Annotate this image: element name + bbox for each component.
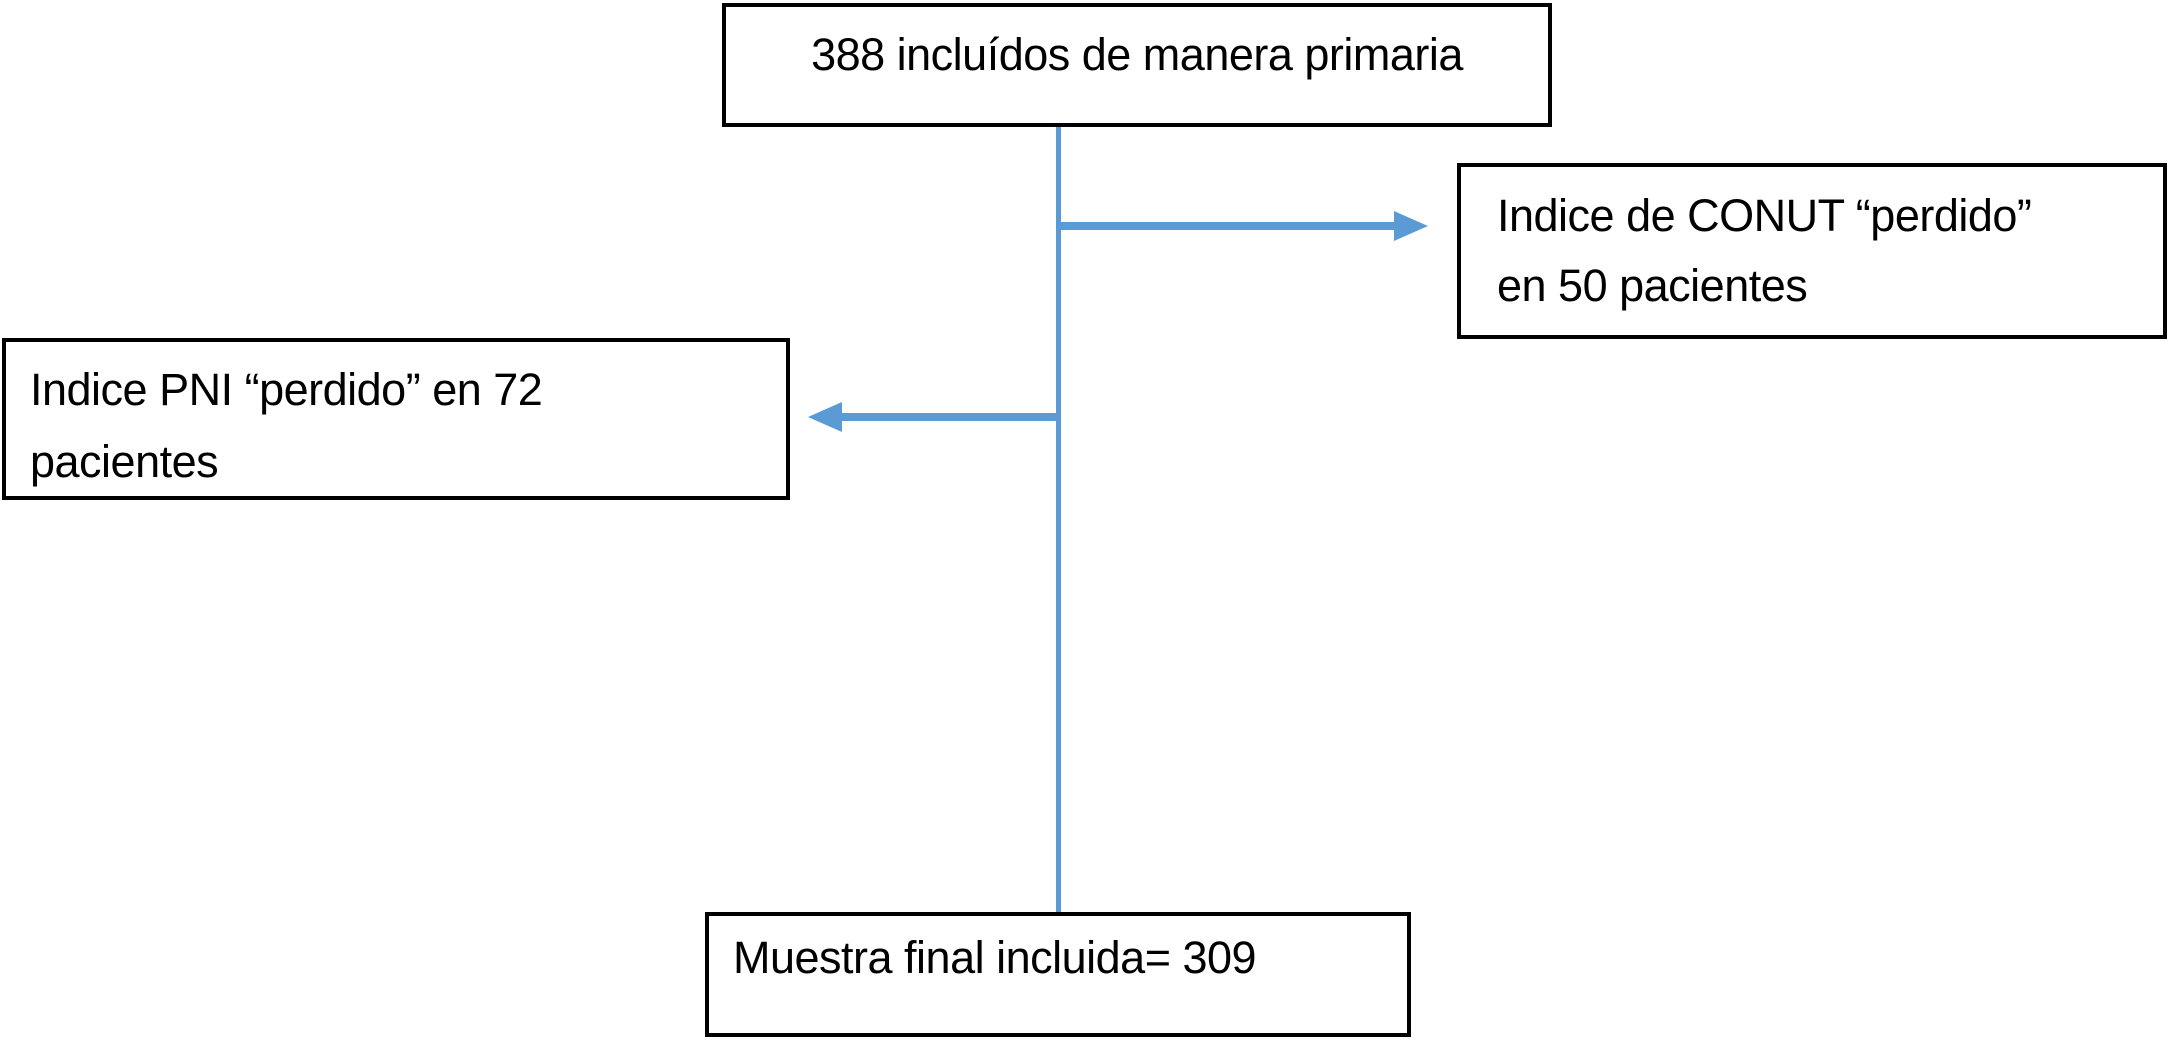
- node-text-included-primary: 388 incluídos de manera primaria: [811, 29, 1463, 80]
- flow-box-pni-lost: Indice PNI “perdido” en 72 pacientes: [2, 338, 790, 500]
- flow-box-included-primary: 388 incluídos de manera primaria: [722, 3, 1552, 127]
- right-arrow-shaft: [1058, 222, 1394, 230]
- flow-box-final-sample: Muestra final incluida= 309: [705, 912, 1411, 1037]
- node-text-conut-lost-line2: en 50 pacientes: [1497, 260, 1808, 311]
- flow-box-conut-lost: Indice de CONUT “perdido” en 50 paciente…: [1457, 163, 2167, 339]
- arrow-right-icon: [1394, 211, 1428, 241]
- node-text-pni-lost-line1: Indice PNI “perdido” en 72: [30, 364, 543, 415]
- left-arrow-shaft: [842, 413, 1058, 421]
- vertical-connector-line: [1056, 127, 1061, 912]
- arrow-left-icon: [808, 402, 842, 432]
- node-text-conut-lost-line1: Indice de CONUT “perdido”: [1497, 190, 2032, 241]
- node-text-pni-lost-line2: pacientes: [30, 436, 219, 487]
- node-text-final-sample: Muestra final incluida= 309: [733, 932, 1257, 983]
